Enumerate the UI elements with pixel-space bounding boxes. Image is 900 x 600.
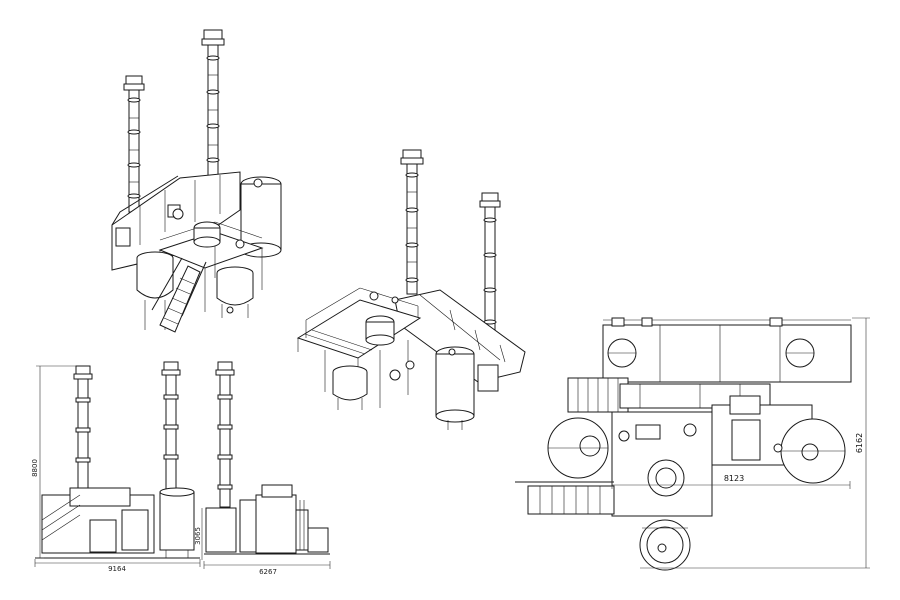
kettle-plan [639,519,691,571]
reactor-vessel [172,208,245,249]
side-height-dimension: 3065 [194,527,202,545]
side-elevation: 3065 6267 [194,361,331,576]
stack-front-2 [161,361,181,494]
stack-front-1 [73,365,93,492]
exhaust-stack-left [400,149,424,295]
exhaust-stack-tall [201,29,225,186]
storage-tank-center [435,346,475,430]
tank-plan-right [773,418,846,484]
front-height-dimension: 8800 [31,459,39,477]
front-width-dimension: 9164 [108,565,126,573]
frame-legs [324,340,415,408]
plan-width-dimension: 8123 [724,474,744,483]
exhaust-stack-short [123,75,145,213]
equipment-side [204,484,330,555]
access-stairs [151,257,207,333]
plan-height-dimension: 6162 [855,433,864,453]
duct-housing [111,171,241,271]
reactor-center [365,291,399,346]
equipment-front [35,487,200,559]
kettle-center [332,365,368,410]
exhaust-stack-right [479,192,501,338]
tank-plan-left [547,417,609,479]
stack-side [215,361,235,508]
conveyor-lower [515,481,615,515]
plan-dimensions [611,317,870,569]
duct-plan [602,317,852,383]
kettle-right [216,266,254,318]
isometric-view-left [111,29,282,333]
front-elevation: 8800 9164 [31,361,201,573]
side-width-dimension: 6267 [259,568,277,576]
plan-view: 8123 6162 [515,317,870,571]
mixing-tank-left [136,251,174,330]
isometric-view-center [296,149,526,430]
side-dimensions [201,508,331,569]
front-dimensions [34,365,201,567]
storage-tank-tall [240,176,282,258]
